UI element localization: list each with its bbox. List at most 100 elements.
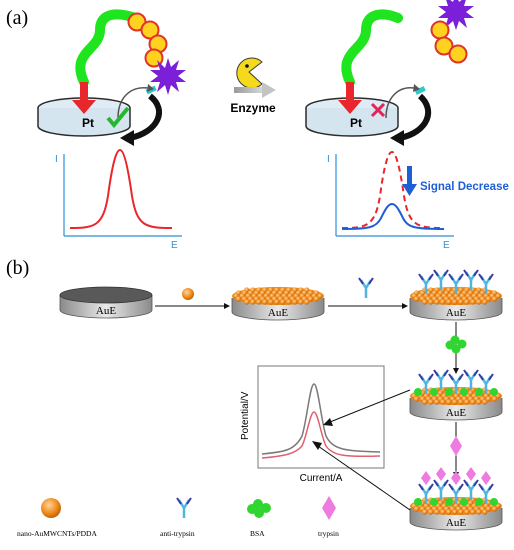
gold-nanoparticle: [250, 299, 256, 305]
gold-nanoparticle: [485, 506, 491, 512]
gold-nanoparticle: [298, 299, 304, 305]
gold-nanoparticle: [485, 296, 491, 302]
surface-antibody: [432, 268, 450, 292]
gold-nanoparticle: [476, 509, 482, 515]
gold-nanoparticle: [413, 506, 419, 512]
gold-nanoparticle: [413, 396, 419, 402]
check-icon: [106, 106, 130, 129]
process-arrow: [262, 82, 276, 98]
gold-nanoparticle: [482, 509, 488, 515]
gold-nanoparticle: [482, 299, 488, 305]
enzyme-label: Enzyme: [230, 101, 276, 115]
surface-bsa: [445, 498, 453, 506]
surface-bsa: [475, 498, 483, 506]
left-y-axis-label: I: [55, 154, 58, 165]
surface-bsa: [430, 388, 438, 396]
gold-nanoparticle: [452, 509, 458, 515]
gold-nanoparticle: [434, 299, 440, 305]
legend-antibody-icon: [175, 496, 193, 520]
cleaved-linker: [341, 9, 403, 87]
released-star: [438, 0, 474, 30]
enzyme-step: Enzyme: [230, 57, 276, 115]
gold-nanoparticle: [476, 399, 482, 405]
gold-nanoparticle: [446, 299, 452, 305]
gold-nanoparticle: [458, 509, 464, 515]
gold-nanoparticle: [464, 299, 470, 305]
gold-nanoparticle: [256, 299, 262, 305]
trypsin-electrode: AuE: [409, 467, 503, 531]
left-electrode-label: Pt: [82, 116, 94, 130]
legend-label: anti-trypsin: [160, 529, 195, 538]
surface-trypsin: [466, 467, 476, 481]
cross-icon: [370, 102, 386, 118]
electrode-label: AuE: [96, 305, 116, 317]
bare-electrode: AuE: [59, 286, 153, 319]
surface-trypsin: [451, 471, 461, 485]
surface-trypsin: [436, 467, 446, 481]
legend-bsa-icon: [247, 499, 271, 518]
trypsin-icon: [450, 436, 462, 456]
surface-bsa: [414, 388, 422, 396]
inset-y-label: Potential/V: [240, 391, 251, 440]
surface-bsa: [460, 498, 468, 506]
surface-bsa: [430, 498, 438, 506]
surface-bsa: [414, 498, 422, 506]
legend-label: BSA: [250, 529, 265, 538]
legend: nano-AuMWCNTs/PDDA anti-trypsin BSA tryp…: [17, 496, 339, 538]
electron-transfer-arrow: [72, 100, 96, 114]
surface-trypsin: [481, 471, 491, 485]
gold-nanoparticle: [440, 299, 446, 305]
antibody-icon: [357, 276, 375, 300]
gold-nanoparticle: [274, 299, 280, 305]
gold-nanoparticle: [491, 506, 497, 512]
gold-nanoparticle: [304, 299, 310, 305]
gold-nanoparticle: [428, 299, 434, 305]
surface-antibody: [432, 368, 450, 392]
gold-nanoparticle: [235, 296, 241, 302]
released-beads: [430, 20, 468, 64]
gold-nanoparticle: [422, 509, 428, 515]
electrode-label: AuE: [446, 307, 466, 319]
gold-nanoparticle: [434, 399, 440, 405]
gold-nanoparticle: [292, 299, 298, 305]
gold-nanoparticle: [262, 299, 268, 305]
gold-nanoparticle: [440, 399, 446, 405]
gold-nanoparticle: [482, 399, 488, 405]
redox-tag-star: [150, 58, 186, 95]
gold-nanoparticle: [485, 396, 491, 402]
surface-trypsin: [421, 471, 431, 485]
surface-bsa: [490, 498, 498, 506]
right-y-axis-label: I: [327, 154, 330, 165]
nanoparticle-icon: [182, 288, 194, 300]
gold-nanoparticle: [280, 299, 286, 305]
panel-b-label: (b): [6, 257, 29, 279]
gold-nanoparticle: [452, 399, 458, 405]
gold-nanoparticle: [446, 399, 452, 405]
legend-nanoparticle-icon: [41, 498, 61, 518]
electrode-label: AuE: [446, 517, 466, 529]
inset-plot: Potential/V Current/A: [240, 365, 385, 484]
gold-nanoparticle: [307, 296, 313, 302]
right-x-axis-label: E: [443, 240, 450, 251]
gold-bead-chain: [127, 12, 168, 68]
electrode-label: AuE: [446, 407, 466, 419]
gold-nanoparticle: [491, 396, 497, 402]
trace-before: [261, 383, 381, 455]
electrode-label: AuE: [268, 307, 288, 319]
antibody-electrode: AuE: [409, 268, 503, 321]
bsa-electrode: AuE: [409, 368, 503, 421]
peptide-linker: [75, 9, 140, 87]
gold-nanoparticle: [452, 299, 458, 305]
trace-after: [261, 411, 381, 459]
surface-antibody: [462, 368, 480, 392]
surface-antibody: [432, 478, 450, 502]
original-peak-dashed: [341, 150, 445, 229]
panel-a-label: (a): [6, 7, 28, 29]
gold-nanoparticle: [317, 293, 323, 299]
gold-nanoparticle: [470, 509, 476, 515]
gold-nanoparticle: [428, 509, 434, 515]
gold-nanoparticle: [268, 299, 274, 305]
gold-nanoparticle: [286, 299, 292, 305]
surface-antibody: [462, 478, 480, 502]
signal-peak: [69, 148, 173, 229]
